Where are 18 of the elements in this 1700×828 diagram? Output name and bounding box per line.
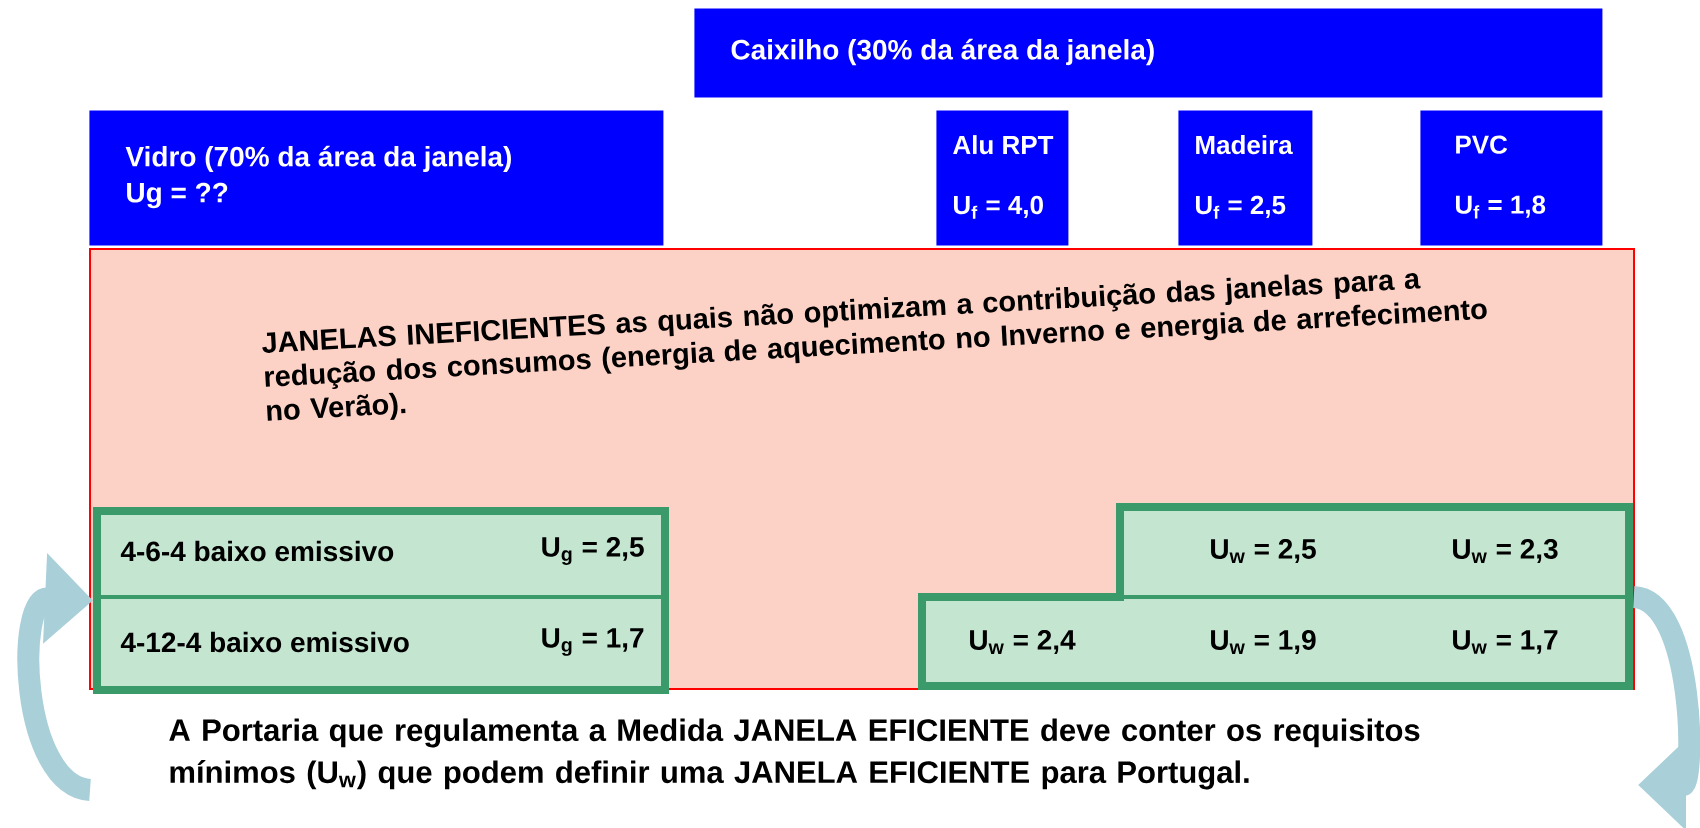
header-box: Madeira U$_{f}$ = 2,5: [1178, 110, 1313, 246]
table-cell: 4-6-4 baixo emissivo: [120, 540, 394, 562]
glazing-table: [93, 507, 669, 694]
table-cell: U$_{g}$ = 1,7: [542, 628, 644, 656]
curved-arrow: [1630, 586, 1700, 828]
table-cell: 4-12-4 baixo emissivo: [120, 631, 409, 653]
table-cell: U$_{w}$ = 2,4: [970, 630, 1076, 654]
table-cell: U$_{g}$ = 2,5: [542, 536, 644, 565]
note-text: A Portaria que regulamenta a Medida JANELA EFICIENTE deve conter os requisitos mínimos (U$_{w}$) que podem definir uma JANELA EFICIENTE para Portugal.: [169, 718, 1420, 790]
curved-arrow: [17, 552, 94, 801]
header-box: Caixilho (30% da área da janela): [694, 8, 1603, 98]
header-box: Alu RPT U$_{f}$ = 4,0: [936, 110, 1069, 246]
table-cell: U$_{w}$ = 1,9: [1211, 630, 1316, 654]
table-cell: U$_{w}$ = 2,3: [1453, 539, 1558, 563]
header-box: Vidro (70% da área da janela) Ug = ??: [89, 110, 664, 246]
table-cell: U$_{w}$ = 1,7: [1453, 630, 1558, 654]
header-box: PVC U$_{f}$ = 1,8: [1420, 110, 1603, 246]
table-cell: U$_{w}$ = 2,5: [1211, 539, 1316, 563]
